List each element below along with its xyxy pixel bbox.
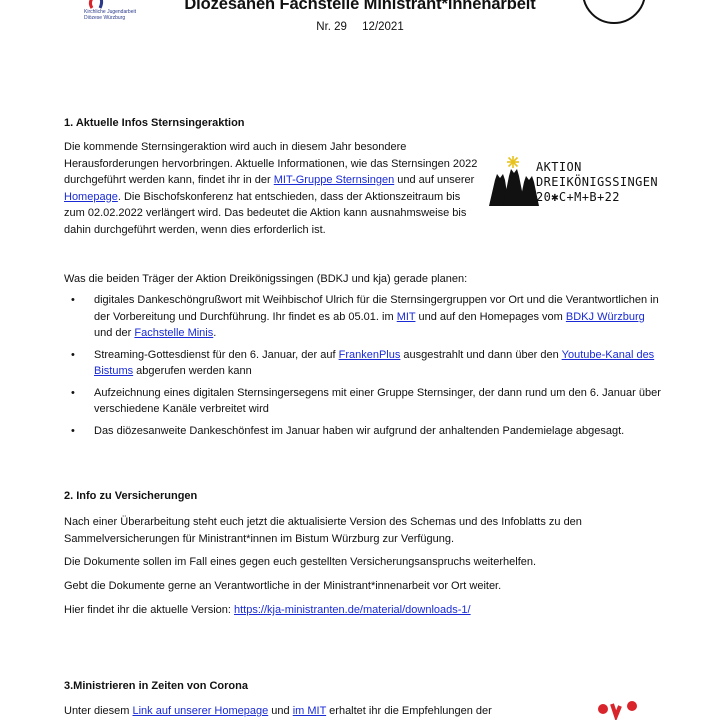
link-mit-corona[interactable]: im MIT [292, 705, 327, 717]
issue-date: 12/2021 [362, 21, 404, 33]
section1-bullet-list: digitales Dankeschöngrußwort mit Weihbis… [64, 292, 664, 444]
section2-heading: 2. Info zu Versicherungen [64, 490, 198, 502]
link-fachstelle-minis[interactable]: Fachstelle Minis [134, 327, 214, 339]
link-frankenplus[interactable]: FrankenPlus [338, 348, 401, 361]
logo-caption: Kirchliche Jugendarbeit Diözese Würzburg [84, 9, 136, 21]
section2-paragraph-2: Die Dokumente sollen im Fall eines gegen… [64, 556, 537, 568]
link-homepage-corona[interactable]: Link auf unserer Homepage [132, 705, 269, 717]
kja-logo-icon [88, 0, 104, 9]
section2-paragraph-1: Nach einer Überarbeitung steht euch jetz… [64, 516, 582, 545]
section1-heading: 1. Aktuelle Infos Sternsingeraktion [64, 117, 245, 129]
link-bdkj-wuerzburg[interactable]: BDKJ Würzburg [565, 310, 645, 323]
link-mit[interactable]: MIT [396, 310, 416, 323]
section2-paragraph-4: Hier findet ihr die aktuelle Version: ht… [64, 604, 471, 616]
issue-number: Nr. 29 [316, 21, 347, 33]
list-item: digitales Dankeschöngrußwort mit Weihbis… [64, 292, 664, 342]
aktion-dreikoenigssingen-logo-icon [489, 156, 539, 206]
section1-paragraph: Die kommende Sternsingeraktion wird auch… [64, 141, 478, 236]
link-mit-gruppe-sternsingen[interactable]: MIT-Gruppe Sternsingen [273, 174, 395, 186]
list-item: Streaming-Gottesdienst für den 6. Januar… [64, 347, 664, 380]
link-homepage[interactable]: Homepage [64, 190, 118, 203]
section1-intro-list: Was die beiden Träger der Aktion Dreikön… [64, 273, 468, 285]
link-downloads[interactable]: https://kja-ministranten.de/material/dow… [233, 604, 471, 616]
list-item: Das diözesanweite Dankeschönfest im Janu… [64, 423, 664, 440]
aktion-logo-text: AKTION DREIKÖNIGSSINGEN 20✱C+M+B+22 [536, 159, 658, 205]
list-item: Aufzeichnung eines digitalen Sternsinger… [64, 385, 664, 418]
section3-heading: 3.Ministrieren in Zeiten von Corona [64, 680, 248, 692]
section2-paragraph-3: Gebt die Dokumente gerne an Verantwortli… [64, 580, 502, 592]
decorative-figure-icon [598, 701, 637, 720]
link-youtube-kanal[interactable]: Youtube-Kanal des Bistums [94, 348, 655, 378]
section3-paragraph: Unter diesem Link auf unserer Homepage u… [64, 705, 492, 717]
page-title: Diözesanen Fachstelle Ministrant*innenar… [184, 0, 536, 13]
issue-info: Nr. 29 12/2021 [0, 21, 720, 33]
